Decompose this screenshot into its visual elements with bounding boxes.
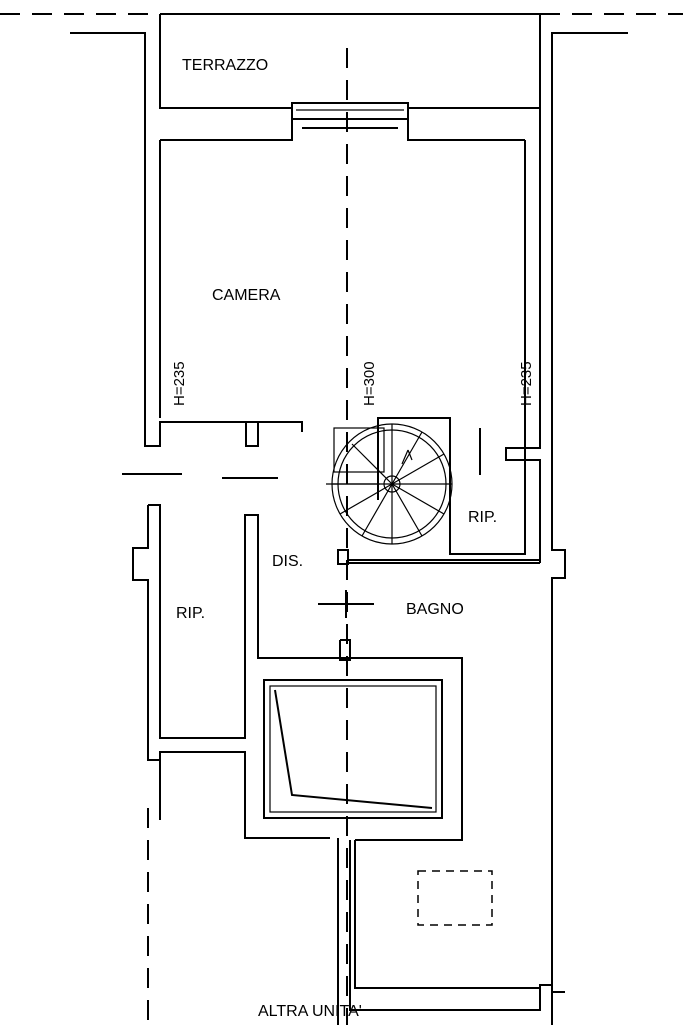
altra-unita-label: ALTRA UNITA' xyxy=(258,1003,362,1020)
height-label-right: H=235 xyxy=(518,361,535,406)
corridor-lines xyxy=(122,473,278,479)
camera-label: CAMERA xyxy=(212,287,281,304)
rip-right-label: RIP. xyxy=(468,509,497,526)
rip-left-label: RIP. xyxy=(176,605,205,622)
central-axis-dashed-line xyxy=(147,48,348,1025)
spiral-staircase xyxy=(326,423,453,545)
height-label-center: H=300 xyxy=(361,361,378,406)
terrazzo-label: TERRAZZO xyxy=(182,57,268,74)
elevator-shaft xyxy=(263,639,565,1025)
terrazzo-room xyxy=(159,14,541,141)
right-outer-wall xyxy=(377,32,628,1025)
camera-partition xyxy=(245,422,259,447)
bagno-label: BAGNO xyxy=(406,601,464,618)
rip-left-room xyxy=(132,504,463,841)
dis-label: DIS. xyxy=(272,553,303,570)
height-label-left: H=235 xyxy=(171,361,188,406)
